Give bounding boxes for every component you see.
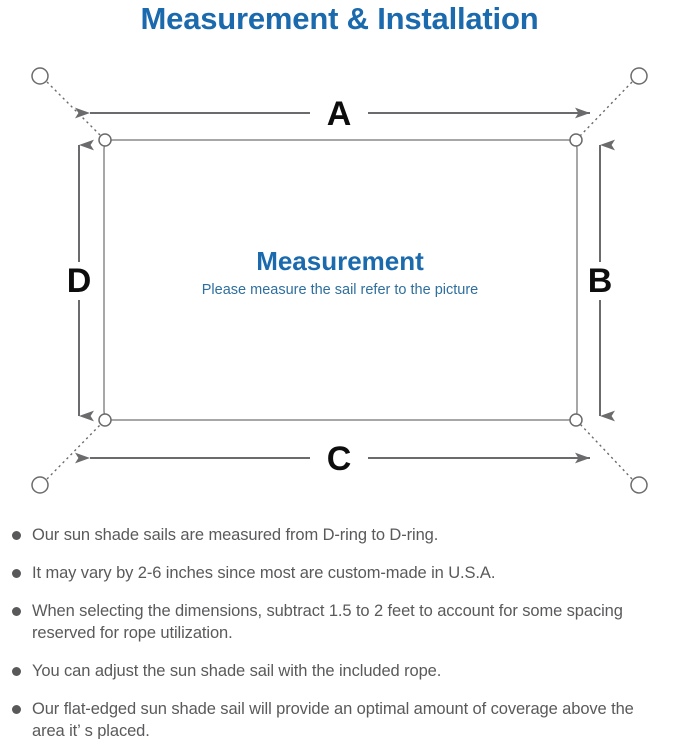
rope-bottom-left	[46, 423, 102, 480]
list-item-text: Our sun shade sails are measured from D-…	[32, 526, 439, 544]
bullet-icon	[12, 607, 21, 616]
list-item: Our flat-edged sun shade sail will provi…	[0, 698, 679, 739]
rope-top-left	[46, 81, 102, 137]
bottom-left-anchor	[31, 476, 49, 494]
bullet-icon	[12, 531, 21, 540]
diagram-center-heading: Measurement	[256, 246, 424, 276]
d-ring-top-left	[98, 133, 112, 147]
bottom-right-anchor	[630, 476, 648, 494]
bullet-icon	[12, 705, 21, 714]
d-ring-top-right	[569, 133, 583, 147]
list-item: Our sun shade sails are measured from D-…	[0, 524, 679, 546]
notes-list: Our sun shade sails are measured from D-…	[0, 524, 679, 739]
d-ring-bottom-right	[569, 413, 583, 427]
list-item-text: Our flat-edged sun shade sail will provi…	[32, 700, 634, 739]
sail-body	[103, 139, 578, 421]
rope-bottom-right	[579, 423, 633, 480]
sail-measurement-diagram: A C D B Measurement Please measure the s…	[0, 48, 679, 518]
dimension-label-c: C	[327, 440, 352, 478]
dimension-label-a: A	[327, 95, 352, 133]
bullet-icon	[12, 667, 21, 676]
list-item-text: It may vary by 2-6 inches since most are…	[32, 564, 496, 582]
dimension-label-b: B	[588, 262, 613, 300]
dimension-label-d: D	[67, 262, 92, 300]
list-item: It may vary by 2-6 inches since most are…	[0, 562, 679, 584]
list-item-text: You can adjust the sun shade sail with t…	[32, 662, 442, 680]
top-left-anchor	[31, 67, 49, 85]
d-ring-bottom-left	[98, 413, 112, 427]
rope-top-right	[579, 81, 633, 137]
list-item-text: When selecting the dimensions, subtract …	[32, 602, 623, 642]
bullet-icon	[12, 569, 21, 578]
top-right-anchor	[630, 67, 648, 85]
list-item: When selecting the dimensions, subtract …	[0, 600, 679, 644]
page-title: Measurement & Installation	[140, 1, 539, 36]
diagram-center-subheading: Please measure the sail refer to the pic…	[202, 282, 478, 298]
list-item: You can adjust the sun shade sail with t…	[0, 660, 679, 682]
